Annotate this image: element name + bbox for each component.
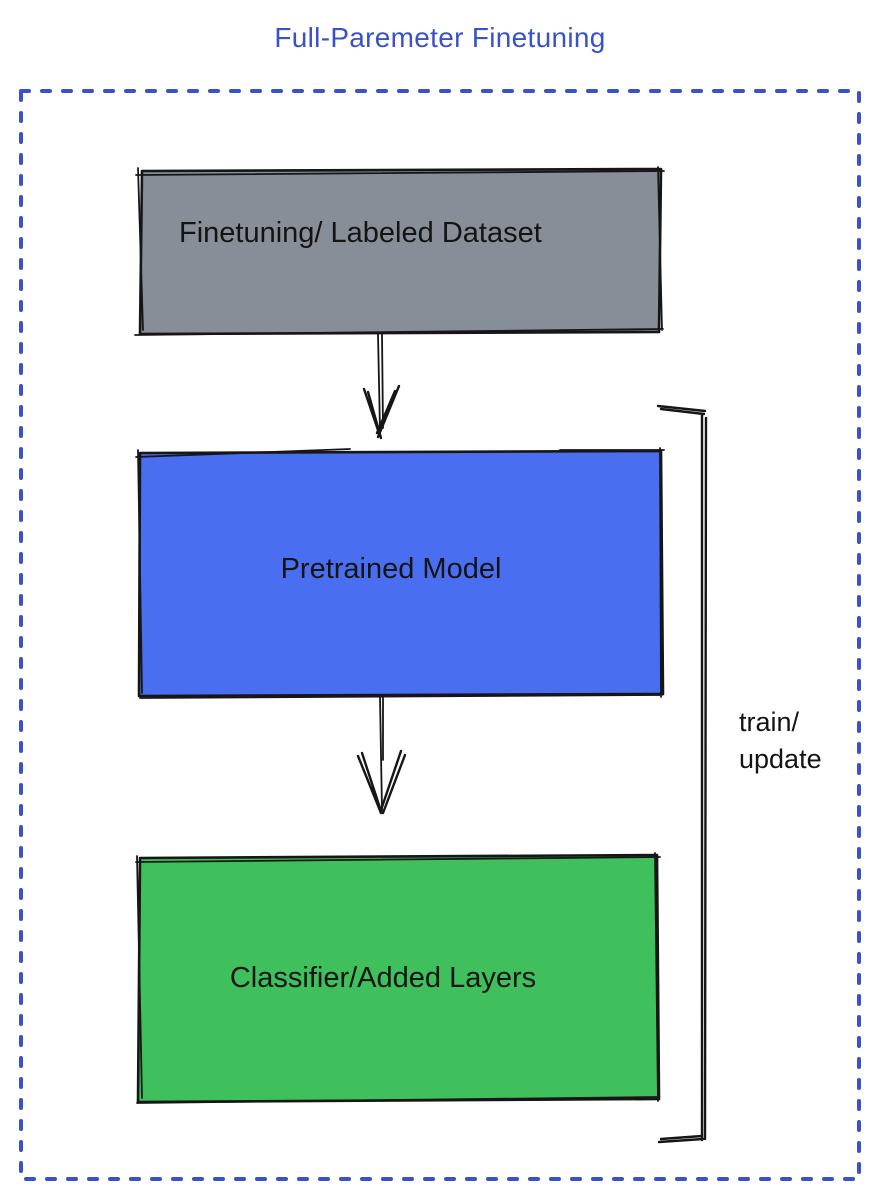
- classifier-box: [135, 852, 661, 1104]
- train-update-label-line1: train/: [739, 707, 800, 737]
- classifier-box-sketch: [135, 852, 661, 1104]
- train-update-label-line2: update: [739, 744, 822, 774]
- arrow-pretrained-to-classifier: [356, 696, 407, 815]
- pretrained-label: Pretrained Model: [280, 553, 502, 585]
- diagram-title: Full-Paremeter Finetuning: [274, 22, 606, 53]
- pretrained-box-sketch: [135, 447, 665, 699]
- dataset-label: Finetuning/ Labeled Dataset: [179, 217, 542, 249]
- dataset-box: [134, 166, 665, 336]
- classifier-box-fill: [136, 853, 661, 1104]
- dashed-frame: [19, 89, 861, 1181]
- arrow-dataset-to-pretrained: [362, 333, 401, 440]
- dataset-box-fill: [138, 167, 663, 336]
- dataset-box-sketch: [134, 166, 665, 336]
- train-update-bracket: [656, 404, 708, 1144]
- pretrained-box: [135, 447, 665, 699]
- pretrained-box-fill: [137, 449, 665, 698]
- classifier-label: Classifier/Added Layers: [229, 962, 537, 994]
- train-update-label: train/ update: [739, 704, 822, 778]
